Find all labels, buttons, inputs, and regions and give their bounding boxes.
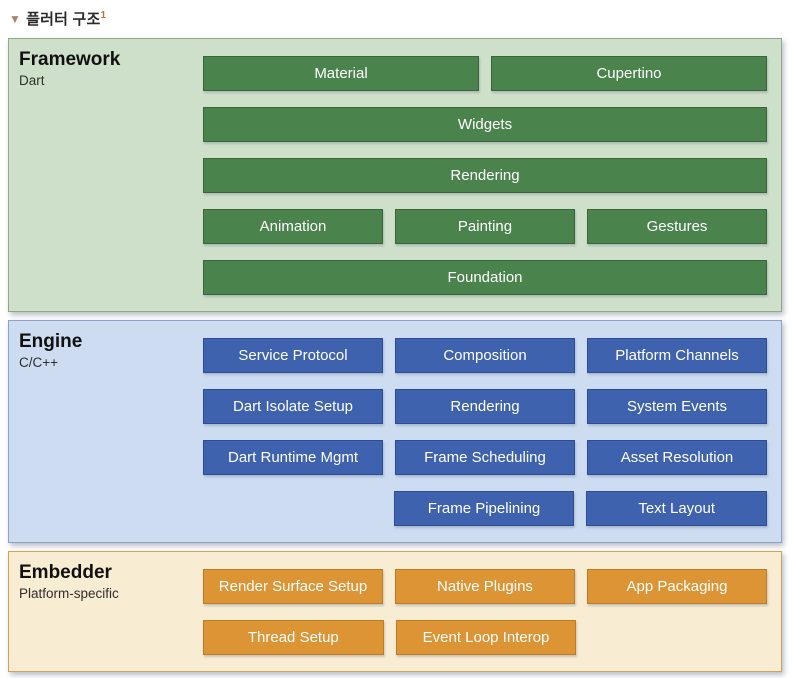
block-foundation: Foundation: [203, 260, 767, 295]
block-row: Dart Runtime Mgmt Frame Scheduling Asset R…: [203, 440, 767, 475]
block-platform-channels: Platform Channels: [587, 338, 767, 373]
section-subtitle: C/C++: [19, 354, 59, 370]
block-widgets: Widgets: [203, 107, 767, 142]
engine-layer-section: Engine C/C++ Service Protocol Composition…: [8, 320, 782, 543]
block-material: Material: [203, 56, 479, 91]
block-event-loop-interop: Event Loop Interop: [395, 620, 577, 655]
empty-spacer: [203, 491, 382, 526]
block-row: Service Protocol Composition Platform Chan…: [203, 338, 767, 373]
block-row: Dart Isolate Setup Rendering System Events: [203, 389, 767, 424]
block-gestures: Gestures: [587, 209, 767, 244]
block-rendering: Rendering: [395, 389, 575, 424]
block-row: Thread Setup Event Loop Interop: [203, 620, 767, 655]
block-frame-scheduling: Frame Scheduling: [395, 440, 575, 475]
embedder-layer-section: Embedder Platform-specific Render Surfac…: [8, 551, 782, 672]
block-cupertino: Cupertino: [491, 56, 767, 91]
block-row: Render Surface Setup Native Plugins App Pa…: [203, 569, 767, 604]
block-frame-pipelining: Frame Pipelining: [393, 491, 575, 526]
block-text-layout: Text Layout: [586, 491, 768, 526]
section-label: Engine C/C++: [19, 331, 199, 370]
block-native-plugins: Native Plugins: [395, 569, 575, 604]
section-title: Engine: [19, 331, 83, 352]
block-painting: Painting: [395, 209, 575, 244]
block-thread-setup: Thread Setup: [203, 620, 384, 655]
footnote-marker: 1: [100, 10, 107, 21]
empty-spacer: [588, 620, 767, 655]
block-dart-runtime-mgmt: Dart Runtime Mgmt: [203, 440, 383, 475]
triangle-marker-icon: ▼: [9, 12, 22, 26]
block-rendering: Rendering: [203, 158, 767, 193]
block-grid: Service Protocol Composition Platform Chan…: [203, 338, 768, 526]
figure-caption: ▼ 플러터 구조1: [9, 8, 792, 29]
block-row: Material Cupertino: [203, 56, 767, 91]
block-render-surface-setup: Render Surface Setup: [203, 569, 383, 604]
block-grid: Render Surface Setup Native Plugins App Pa…: [203, 569, 767, 655]
block-row: Rendering: [203, 158, 767, 193]
block-app-packaging: App Packaging: [587, 569, 767, 604]
section-subtitle: Dart: [19, 72, 45, 88]
block-row: Widgets: [203, 107, 767, 142]
block-row: Foundation: [203, 260, 767, 295]
section-title: Framework: [19, 49, 121, 70]
section-label: Embedder Platform-specific: [19, 562, 199, 601]
block-row: Frame Pipelining Text Layout: [203, 491, 768, 526]
section-label: Framework Dart: [19, 49, 199, 88]
block-system-events: System Events: [587, 389, 767, 424]
section-subtitle: Platform-specific: [19, 585, 119, 601]
block-dart-isolate-setup: Dart Isolate Setup: [203, 389, 383, 424]
section-title: Embedder: [19, 562, 112, 583]
block-row: Animation Painting Gestures: [203, 209, 767, 244]
figure-caption-text: 플러터 구조: [26, 11, 101, 28]
block-asset-resolution: Asset Resolution: [587, 440, 767, 475]
block-service-protocol: Service Protocol: [203, 338, 383, 373]
block-composition: Composition: [395, 338, 575, 373]
block-animation: Animation: [203, 209, 383, 244]
